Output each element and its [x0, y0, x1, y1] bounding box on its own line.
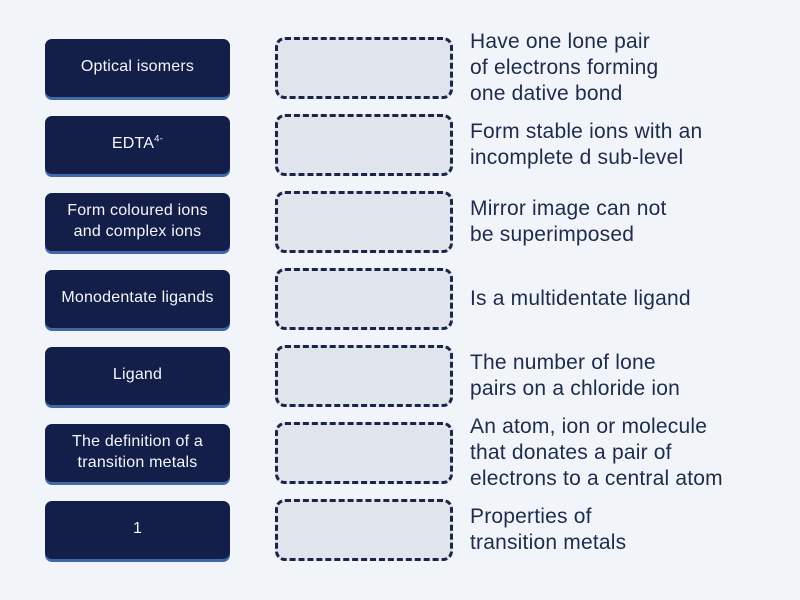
definition-line: Form stable ions with an	[470, 119, 703, 143]
definition-line: of electrons forming	[470, 55, 659, 79]
keyword-label: The definition of a transition metals	[72, 433, 203, 471]
keyword-label: 1	[132, 520, 143, 538]
drop-zone[interactable]	[275, 113, 453, 176]
keyword-text: Optical isomers	[81, 57, 194, 77]
keyword-text: Ligand	[113, 365, 162, 385]
definition-line: Have one lone pair	[470, 29, 650, 53]
keyword-tile[interactable]: EDTA4-	[45, 115, 230, 174]
keyword-label: Form coloured ions and complex ions	[67, 202, 208, 240]
keyword-label: Optical isomers	[80, 58, 195, 76]
definition-line: Mirror image can not	[470, 196, 667, 220]
keyword-text: 1	[133, 519, 142, 539]
match-row: Monodentate ligands Is a multidentate li…	[0, 260, 800, 337]
keyword-label: Monodentate ligands	[61, 289, 214, 307]
definition-line: An atom, ion or molecule	[470, 414, 708, 438]
drop-zone[interactable]	[275, 344, 453, 407]
definition-text: Is a multidentate ligand	[470, 286, 691, 312]
drop-zone[interactable]	[275, 498, 453, 561]
keyword-superscript: 4-	[154, 133, 164, 145]
keyword-text: The definition of a transition metals	[53, 432, 222, 473]
definition-line: one dative bond	[470, 81, 623, 105]
keyword-text: Form coloured ions and complex ions	[53, 201, 222, 242]
drop-zone[interactable]	[275, 421, 453, 484]
keyword-text: EDTA4-	[112, 134, 163, 154]
keyword-tile[interactable]: Ligand	[45, 346, 230, 405]
match-row: The definition of a transition metals An…	[0, 414, 800, 491]
definition-line: Properties of	[470, 504, 592, 528]
drop-zone[interactable]	[275, 190, 453, 253]
keyword-tile[interactable]: Form coloured ions and complex ions	[45, 192, 230, 251]
definition-line: Is a multidentate ligand	[470, 286, 691, 310]
definition-line: transition metals	[470, 530, 627, 554]
drop-zone[interactable]	[275, 36, 453, 99]
keyword-tile[interactable]: Optical isomers	[45, 38, 230, 97]
keyword-label: EDTA	[111, 135, 155, 153]
definition-line: The number of lone	[470, 350, 656, 374]
keyword-text: Monodentate ligands	[61, 288, 213, 308]
match-row: Form coloured ions and complex ions Mirr…	[0, 183, 800, 260]
definition-line: incomplete d sub-level	[470, 145, 684, 169]
keyword-label: Ligand	[112, 366, 163, 384]
definition-line: pairs on a chloride ion	[470, 376, 681, 400]
keyword-tile[interactable]: 1	[45, 500, 230, 559]
keyword-tile[interactable]: Monodentate ligands	[45, 269, 230, 328]
keyword-tile[interactable]: The definition of a transition metals	[45, 423, 230, 482]
definition-line: electrons to a central atom	[470, 466, 723, 490]
drop-zone[interactable]	[275, 267, 453, 330]
definition-line: that donates a pair of	[470, 440, 672, 464]
definition-line: be superimposed	[470, 222, 635, 246]
